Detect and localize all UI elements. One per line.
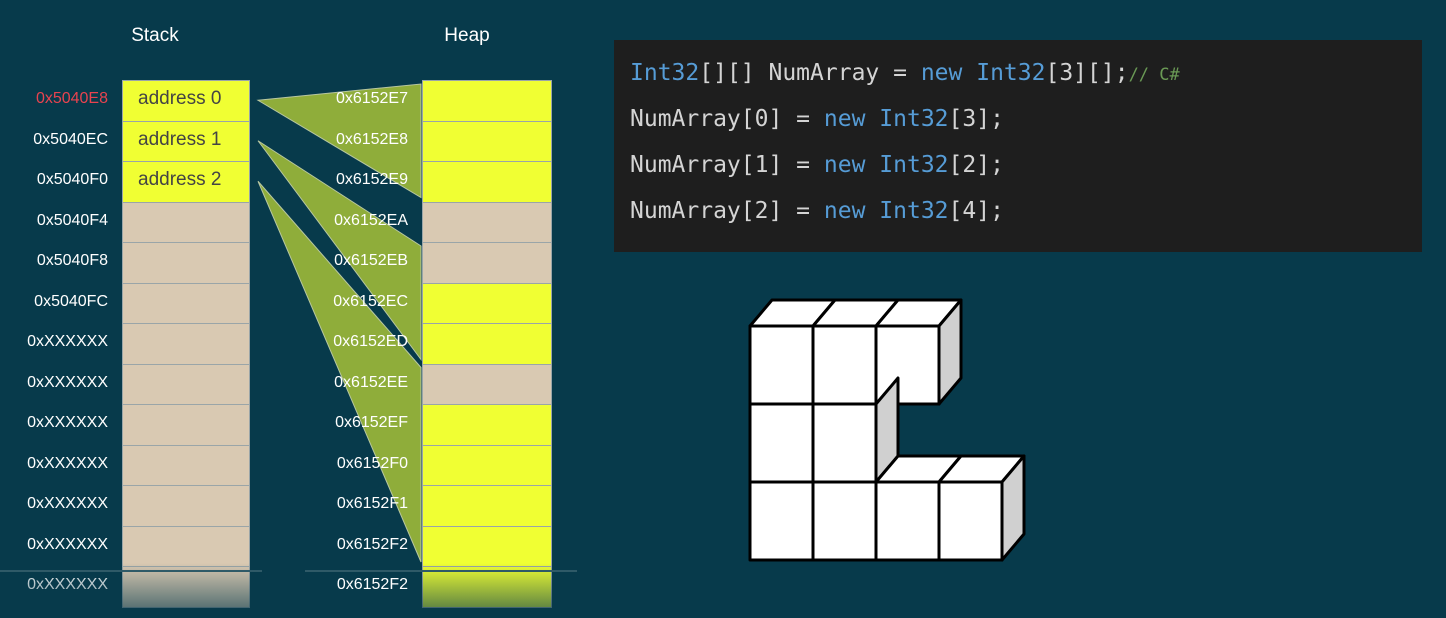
heap-address-label: 0x6152F1 <box>336 495 408 512</box>
heap-cell <box>422 161 552 203</box>
heap-cell <box>422 404 552 446</box>
heap-address-label: 0x6152EA <box>334 211 408 229</box>
stack-cell <box>122 201 250 243</box>
code-line: NumArray[2] = new Int32[4]; <box>630 198 1004 224</box>
stack-address-label: 0xXXXXXX <box>27 373 108 391</box>
code-line: Int32[][] NumArray = new Int32[3][];// C… <box>630 60 1180 86</box>
pointer-arrow-0 <box>256 83 422 199</box>
code-keyword: Int32 <box>879 152 949 178</box>
code-text: [3]; <box>948 106 1004 132</box>
stack-cell <box>122 363 250 405</box>
code-text: [3][]; <box>1045 60 1129 86</box>
heap-address-label: 0x6152EE <box>334 373 408 391</box>
pointer-arrows <box>256 83 422 563</box>
code-text: NumArray[2] = <box>630 198 824 224</box>
code-text: [][] NumArray = <box>699 60 921 86</box>
heap-address-label: 0x6152F0 <box>336 454 408 472</box>
stack-address-label: 0xXXXXXX <box>27 333 108 350</box>
code-keyword: Int32 <box>976 60 1046 86</box>
stack-cell-value: address 0 <box>138 88 222 109</box>
heap-cell <box>422 323 552 365</box>
code-comment: // C# <box>1128 65 1180 85</box>
stack-cell <box>122 525 250 567</box>
heap-cell <box>422 242 552 284</box>
stack-address-label: 0xXXXXXX <box>27 535 108 553</box>
heap-address-label: 0x6152EB <box>334 252 408 269</box>
code-text <box>865 198 879 224</box>
stack-cell <box>122 404 250 446</box>
heap-cell <box>422 80 552 122</box>
stack-cell <box>122 323 250 365</box>
code-text <box>865 106 879 132</box>
heap-cell <box>422 120 552 162</box>
stack-title: Stack <box>131 25 179 46</box>
code-line: NumArray[0] = new Int32[3]; <box>630 106 1004 132</box>
heap-address-label: 0x6152F2 <box>336 535 408 553</box>
stack-address-label: 0xXXXXXX <box>27 495 108 512</box>
heap-cell <box>422 485 552 527</box>
code-line: NumArray[1] = new Int32[2]; <box>630 152 1004 178</box>
stack-address-label: 0x5040F8 <box>36 252 108 269</box>
code-keyword: new <box>920 60 963 86</box>
heap-title: Heap <box>444 25 490 46</box>
heap-address-label: 0x6152EF <box>335 414 408 431</box>
code-block: Int32[][] NumArray = new Int32[3][];// C… <box>614 40 1422 252</box>
heap-address-label: 0x6152F2 <box>336 576 408 593</box>
pointer-arrow-1 <box>257 140 422 362</box>
code-text: [2]; <box>948 152 1004 178</box>
code-keyword: new <box>823 152 866 178</box>
jagged-array-illustration <box>748 298 1026 562</box>
block-front-face <box>874 480 941 562</box>
stack-address-label: 0x5040EC <box>33 130 108 148</box>
code-text <box>865 152 879 178</box>
heap-address-label: 0x6152E9 <box>335 171 408 188</box>
stack-address-label: 0xXXXXXX <box>27 454 108 472</box>
code-keyword: Int32 <box>630 60 700 86</box>
stack-cell-value: address 2 <box>138 169 222 190</box>
stack-address-label: 0xXXXXXX <box>27 414 108 431</box>
block-front-face <box>811 324 878 406</box>
code-text <box>962 60 976 86</box>
pointer-arrow-2 <box>257 180 422 563</box>
block-front-face <box>748 324 815 406</box>
code-text: [4]; <box>948 198 1004 224</box>
code-keyword: Int32 <box>879 198 949 224</box>
stack-address-label: 0x5040F4 <box>36 211 108 229</box>
code-keyword: Int32 <box>879 106 949 132</box>
heap-address-label: 0x6152ED <box>333 333 408 350</box>
code-keyword: new <box>823 106 866 132</box>
block-front-face <box>748 402 815 484</box>
block-front-face <box>811 480 878 562</box>
block-front-face <box>748 480 815 562</box>
stack-address-label: 0x5040E8 <box>35 90 108 107</box>
code-keyword: new <box>823 198 866 224</box>
stack-cell-value: address 1 <box>138 128 222 150</box>
stack-address-label: 0x5040FC <box>34 292 108 310</box>
heap-address-label: 0x6152E8 <box>335 130 408 148</box>
stack-cell <box>122 485 250 527</box>
heap-address-label: 0x6152E7 <box>335 90 408 107</box>
block-front-face <box>811 402 878 484</box>
stack-address-label: 0x5040F0 <box>36 171 108 188</box>
code-text: NumArray[1] = <box>630 152 824 178</box>
code-text: NumArray[0] = <box>630 106 824 132</box>
stack-cell <box>122 444 250 486</box>
heap-address-label: 0x6152EC <box>333 292 408 310</box>
block-front-face <box>937 480 1004 562</box>
heap-cell <box>422 363 552 405</box>
